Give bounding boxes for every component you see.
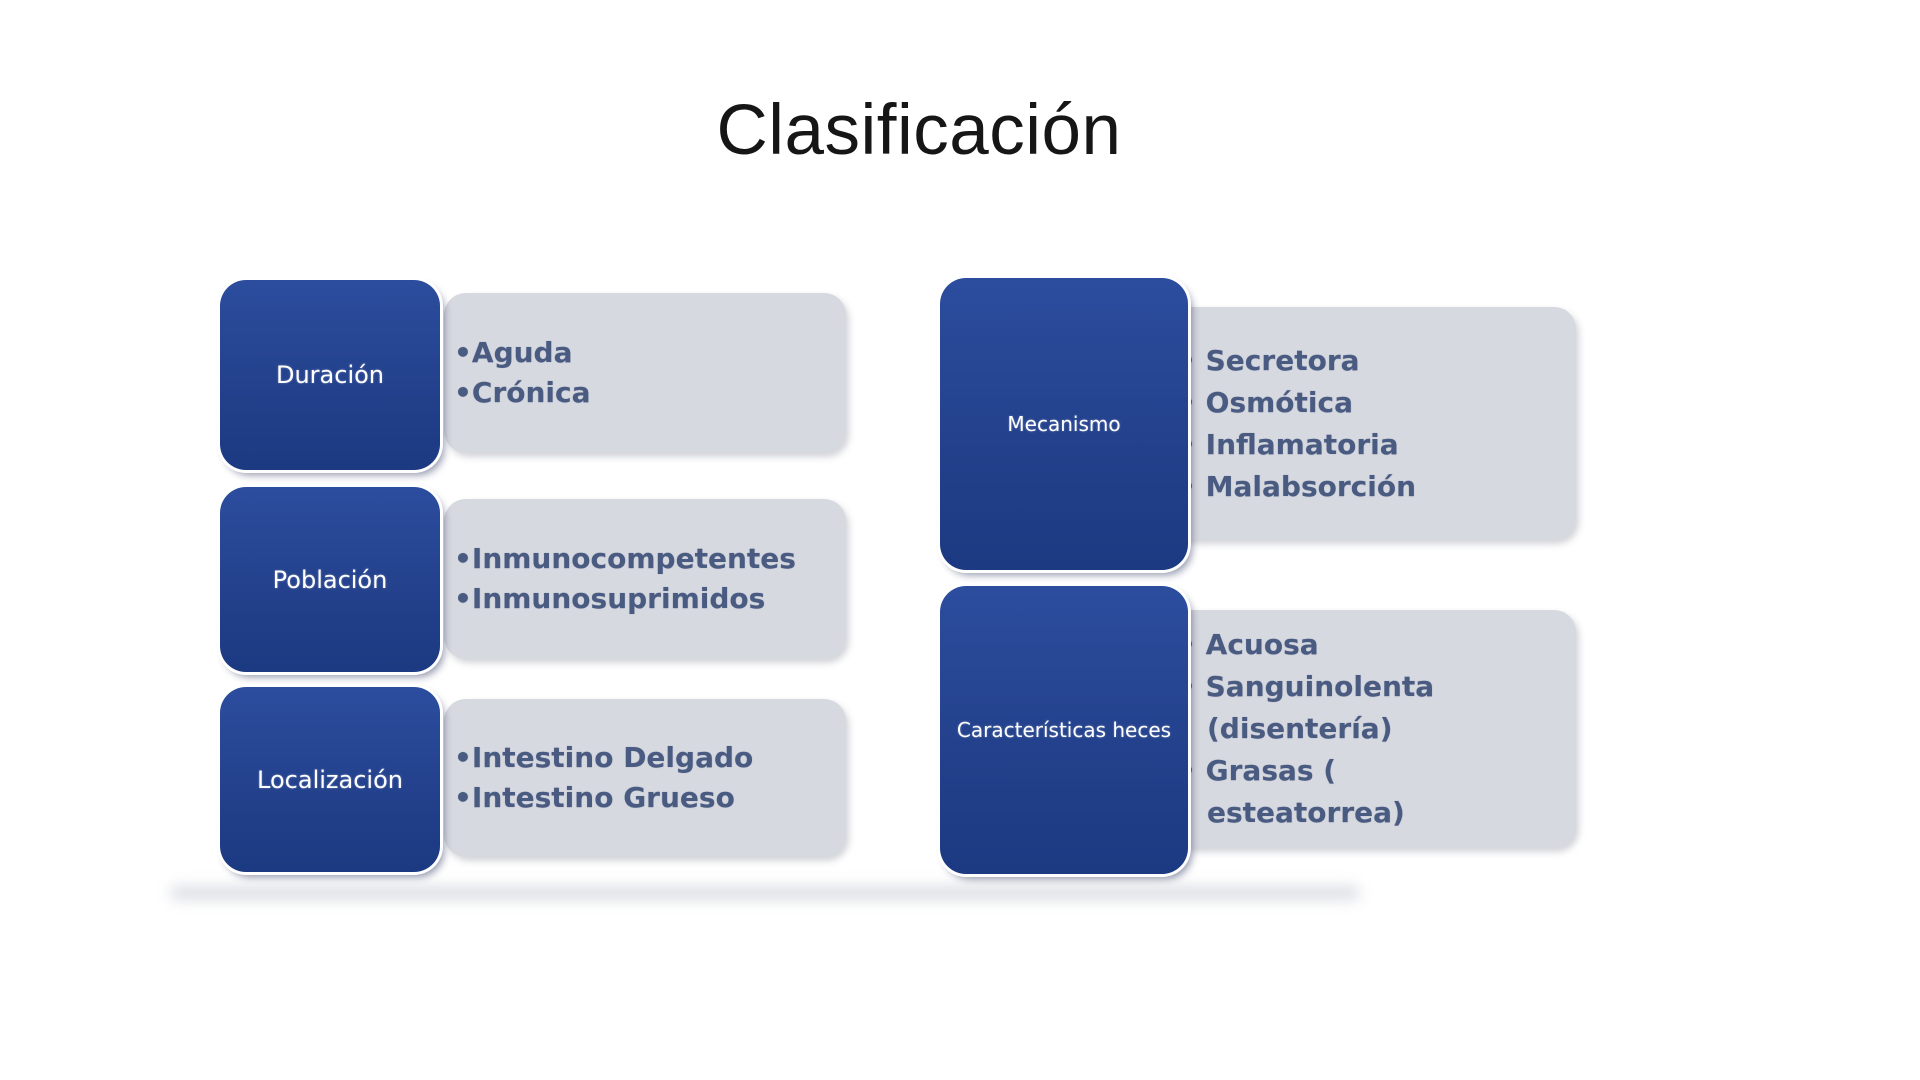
localizacion-item-line: •Intestino Grueso bbox=[454, 781, 735, 814]
caracteristicas-heces-category-box: Características heces bbox=[940, 586, 1188, 874]
poblacion-item-line: •Inmunocompetentes bbox=[454, 542, 796, 575]
poblacion-items-box: •Inmunocompetentes •Inmunosuprimidos bbox=[444, 499, 846, 659]
mecanismo-label: Mecanismo bbox=[1007, 412, 1121, 436]
duracion-label: Duración bbox=[275, 361, 385, 389]
poblacion-category-box: Población bbox=[220, 487, 440, 672]
mecanismo-item-line: • Osmótica bbox=[1178, 385, 1353, 419]
caracteristicas-item-line-continuation: esteatorrea) bbox=[1207, 796, 1405, 829]
caracteristicas-item-line: • Sanguinolenta bbox=[1178, 670, 1435, 703]
localizacion-label: Localización bbox=[257, 765, 403, 794]
mecanismo-item-line: • Malabsorción bbox=[1178, 469, 1417, 503]
caracteristicas-item-line-continuation: (disentería) bbox=[1207, 712, 1393, 745]
mecanismo-item-line: • Secretora bbox=[1178, 343, 1360, 377]
localizacion-items-box: •Intestino Delgado •Intestino Grueso bbox=[444, 699, 846, 857]
caracteristicas-heces-items-box: • Acuosa • Sanguinolenta (disentería) • … bbox=[1152, 610, 1576, 848]
poblacion-label: Población bbox=[272, 565, 388, 594]
caracteristicas-item-line: • Grasas ( bbox=[1178, 754, 1337, 787]
artifact-streak bbox=[170, 886, 1360, 900]
mecanismo-items-box: • Secretora • Osmótica • Inflamatoria • … bbox=[1152, 307, 1576, 540]
localizacion-category-box: Localización bbox=[220, 687, 440, 872]
poblacion-item-line: •Inmunosuprimidos bbox=[454, 582, 766, 615]
localizacion-item-line: •Intestino Delgado bbox=[454, 741, 754, 774]
caracteristicas-item-line: • Acuosa bbox=[1178, 628, 1319, 661]
duracion-items-box: •Aguda •Crónica bbox=[444, 293, 846, 453]
mecanismo-category-box: Mecanismo bbox=[940, 278, 1188, 570]
duracion-item-line: •Crónica bbox=[454, 376, 591, 409]
duracion-item-line: •Aguda bbox=[454, 336, 573, 369]
mecanismo-item-line: • Inflamatoria bbox=[1178, 427, 1399, 461]
slide-title: Clasificación bbox=[716, 91, 1122, 170]
caracteristicas-heces-label: Características heces bbox=[956, 718, 1172, 742]
duracion-category-box: Duración bbox=[220, 280, 440, 470]
